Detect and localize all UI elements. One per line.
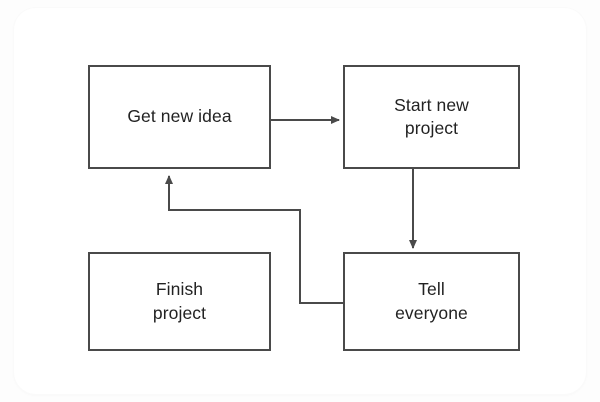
node-box-tell-everyone[interactable]: [343, 252, 520, 351]
node-box-finish-project[interactable]: [88, 252, 271, 351]
node-box-get-new-idea[interactable]: [88, 65, 271, 169]
node-box-start-new-project[interactable]: [343, 65, 520, 169]
edge-tell-to-idea: [165, 175, 344, 304]
